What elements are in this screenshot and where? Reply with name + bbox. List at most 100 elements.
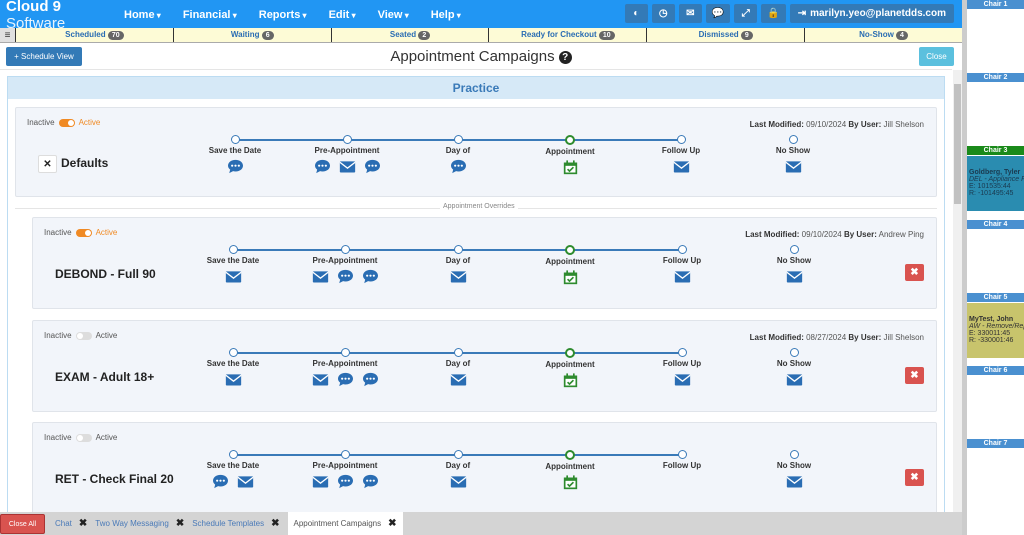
envelope-icon[interactable] — [311, 474, 329, 492]
lock-button[interactable]: 🔒 — [761, 4, 786, 23]
status-scheduled[interactable]: Scheduled 70 — [16, 28, 174, 42]
close-all-button[interactable]: Close All — [0, 513, 45, 534]
chat-bubble-icon[interactable] — [337, 269, 354, 287]
stage-dot[interactable] — [788, 135, 798, 144]
chair-header[interactable]: Chair 2 — [967, 73, 1024, 83]
status-seated[interactable]: Seated 2 — [332, 28, 490, 42]
chair-header[interactable]: Chair 5 — [967, 292, 1024, 302]
stage-dot[interactable] — [228, 245, 238, 254]
delete-campaign-button[interactable]: ✖ — [905, 367, 924, 384]
envelope-icon[interactable] — [237, 474, 254, 492]
calendar-check-icon[interactable] — [562, 270, 579, 288]
active-toggle[interactable] — [58, 118, 75, 127]
menu-edit[interactable]: Edit — [329, 9, 356, 21]
stage-dot[interactable] — [230, 135, 240, 144]
stage-dot[interactable] — [565, 245, 575, 255]
status-waiting[interactable]: Waiting 6 — [174, 28, 332, 42]
menu-reports[interactable]: Reports — [259, 9, 307, 21]
user-account-button[interactable]: ⇥marilyn.yeo@planetdds.com — [789, 4, 954, 23]
calendar-check-icon[interactable] — [562, 160, 579, 178]
stage-dot[interactable] — [676, 135, 686, 144]
close-button[interactable]: Close — [919, 47, 954, 66]
chair-header[interactable]: Chair 4 — [967, 219, 1024, 229]
wrench-icon[interactable]: ✕ — [38, 155, 57, 173]
close-tab-icon[interactable]: ✖ — [271, 518, 280, 529]
tab-chat[interactable]: Chat✖ — [55, 512, 95, 535]
stage-dot[interactable] — [677, 450, 687, 459]
envelope-icon[interactable] — [224, 372, 242, 390]
calendar-check-icon[interactable] — [562, 475, 579, 493]
chat-bubble-icon[interactable] — [362, 474, 379, 492]
status-dismissed[interactable]: Dismissed 9 — [647, 28, 806, 42]
close-tab-icon[interactable]: ✖ — [388, 518, 397, 529]
chat-button[interactable]: 💬 — [705, 4, 731, 23]
envelope-icon[interactable] — [449, 474, 467, 492]
chat-bubble-icon[interactable] — [450, 159, 467, 177]
envelope-icon[interactable] — [673, 269, 691, 287]
stage-dot[interactable] — [228, 348, 238, 357]
menu-financial[interactable]: Financial — [183, 9, 237, 21]
stage-dot[interactable] — [789, 450, 799, 459]
stage-dot[interactable] — [453, 450, 463, 459]
envelope-icon[interactable] — [672, 159, 690, 177]
tab-appointment-campaigns[interactable]: Appointment Campaigns✖ — [287, 512, 403, 535]
envelope-icon[interactable] — [311, 269, 329, 287]
stage-dot[interactable] — [789, 348, 799, 357]
chair-header[interactable]: Chair 1 — [967, 0, 1024, 9]
eye-slash-button[interactable]: ◐ — [624, 4, 648, 23]
envelope-icon[interactable] — [785, 474, 803, 492]
help-icon[interactable]: ? — [558, 51, 572, 64]
delete-campaign-button[interactable]: ✖ — [905, 264, 924, 281]
active-toggle[interactable] — [75, 433, 92, 442]
chair-header[interactable]: Chair 7 — [967, 439, 1024, 449]
stage-dot[interactable] — [789, 245, 799, 254]
envelope-icon[interactable] — [784, 159, 802, 177]
stage-dot[interactable] — [453, 135, 463, 144]
scrollbar[interactable] — [953, 70, 962, 512]
active-toggle[interactable] — [75, 331, 92, 340]
envelope-icon[interactable] — [338, 159, 356, 177]
tab-two-way-messaging[interactable]: Two Way Messaging✖ — [95, 512, 192, 535]
chat-bubble-icon[interactable] — [212, 474, 229, 492]
chat-bubble-icon[interactable] — [364, 159, 381, 177]
chair-header[interactable]: Chair 3 — [967, 146, 1024, 156]
chat-bubble-icon[interactable] — [337, 474, 354, 492]
brand-logo[interactable]: Cloud 9 Software — [6, 0, 66, 32]
expand-button[interactable]: ⤢ — [734, 4, 758, 23]
stage-dot[interactable] — [565, 348, 575, 358]
stage-dot[interactable] — [228, 450, 238, 459]
tab-schedule-templates[interactable]: Schedule Templates✖ — [192, 512, 287, 535]
close-tab-icon[interactable]: ✖ — [175, 518, 185, 529]
stage-dot[interactable] — [565, 135, 575, 145]
chair-header[interactable]: Chair 6 — [967, 366, 1024, 375]
chat-bubble-icon[interactable] — [337, 372, 354, 390]
envelope-icon[interactable] — [449, 372, 467, 390]
clock-button[interactable]: ◷ — [651, 4, 675, 23]
envelope-icon[interactable] — [785, 269, 803, 287]
envelope-button[interactable]: ✉ — [678, 4, 702, 23]
stage-dot[interactable] — [453, 348, 463, 357]
chat-bubble-icon[interactable] — [362, 269, 379, 287]
envelope-icon[interactable] — [449, 269, 467, 287]
envelope-icon[interactable] — [224, 269, 242, 287]
stage-dot[interactable] — [340, 348, 350, 357]
chat-bubble-icon[interactable] — [314, 159, 331, 177]
menu-view[interactable]: View — [378, 9, 409, 21]
stage-dot[interactable] — [340, 245, 350, 254]
active-toggle[interactable] — [75, 228, 92, 237]
status-ready-for-checkout[interactable]: Ready for Checkout 10 — [489, 28, 648, 42]
chat-bubble-icon[interactable] — [362, 372, 379, 390]
hamburger-icon[interactable]: ≡ — [0, 28, 16, 42]
stage-dot[interactable] — [342, 135, 352, 144]
delete-campaign-button[interactable]: ✖ — [905, 469, 924, 486]
calendar-check-icon[interactable] — [562, 373, 579, 391]
menu-help[interactable]: Help — [431, 9, 461, 21]
stage-dot[interactable] — [677, 348, 687, 357]
stage-dot[interactable] — [453, 245, 463, 254]
close-tab-icon[interactable]: ✖ — [78, 518, 88, 529]
stage-dot[interactable] — [677, 245, 687, 254]
envelope-icon[interactable] — [673, 372, 691, 390]
envelope-icon[interactable] — [785, 372, 803, 390]
